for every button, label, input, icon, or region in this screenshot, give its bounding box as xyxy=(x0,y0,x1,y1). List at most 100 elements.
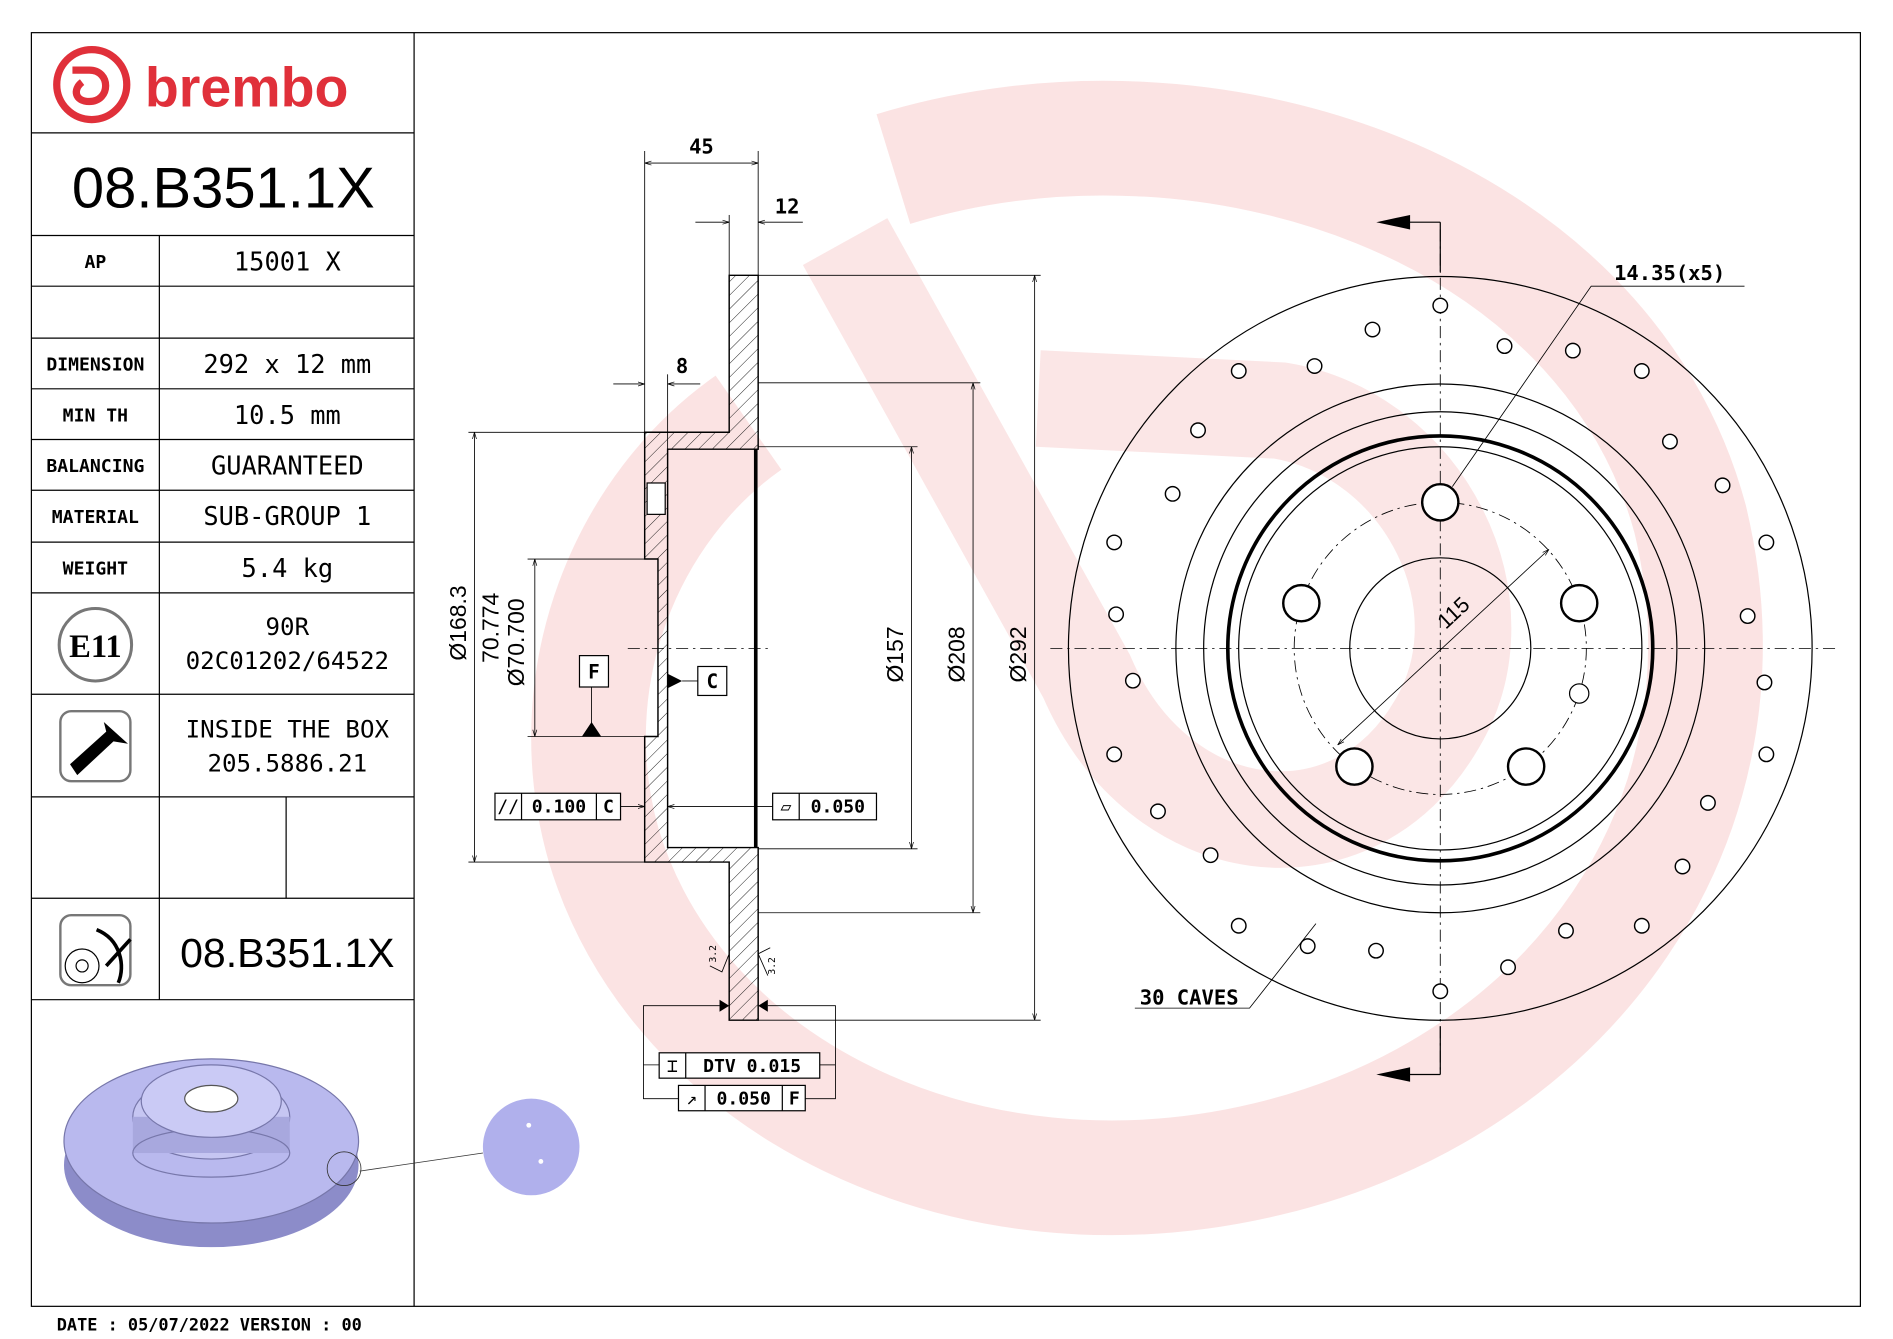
svg-text:DTV 0.015: DTV 0.015 xyxy=(703,1056,801,1077)
svg-text://: // xyxy=(497,797,519,818)
section-view xyxy=(468,150,1041,1021)
drilled-hole xyxy=(1661,433,1678,450)
drilled-hole xyxy=(1230,363,1247,379)
drilled-hole xyxy=(1558,922,1574,939)
bolt-hole-thread xyxy=(1568,683,1590,704)
caves-label: 30 CAVES xyxy=(1140,986,1239,1010)
bolt-hole-label: 14.35(x5) xyxy=(1614,261,1725,285)
drilled-hole xyxy=(1230,917,1247,934)
drilled-hole xyxy=(1432,297,1449,314)
svg-text:AP: AP xyxy=(84,252,106,273)
parallelism-tolerance: // 0.100 C xyxy=(494,792,645,821)
drilled-hole xyxy=(1202,847,1219,864)
runout-tolerance: ↗ 0.050 F xyxy=(677,1084,806,1112)
inside-box-line2: 205.5886.21 xyxy=(207,750,367,778)
svg-text:10.5 mm: 10.5 mm xyxy=(234,400,341,430)
svg-text:DIMENSION: DIMENSION xyxy=(46,355,144,376)
section-diameters: Ø168.3 70.774 Ø70.700 Ø157 Ø208 Ø292 xyxy=(445,585,1031,686)
svg-text:▱: ▱ xyxy=(780,797,791,818)
spec-values: 15001 X 292 x 12 mm 10.5 mm GUARANTEED S… xyxy=(203,246,371,583)
drilled-hole xyxy=(1299,938,1316,955)
bolt-hole xyxy=(1420,482,1460,522)
drilled-hole xyxy=(1739,608,1756,625)
drilled-hole xyxy=(1633,917,1650,934)
svg-text:SUB-GROUP 1: SUB-GROUP 1 xyxy=(203,501,371,531)
homologation-line2: 02C01202/64522 xyxy=(186,647,389,675)
svg-text:WEIGHT: WEIGHT xyxy=(63,559,128,580)
drilled-hole xyxy=(1106,746,1123,763)
svg-text:3.2: 3.2 xyxy=(767,957,778,974)
drilled-hole xyxy=(1190,422,1207,439)
svg-text:Ø168.3: Ø168.3 xyxy=(445,585,471,660)
dtv-tolerance: ⌶ DTV 0.015 xyxy=(643,1005,836,1100)
svg-text:Ø208: Ø208 xyxy=(944,626,970,682)
datum-c: C xyxy=(667,665,728,697)
drilled-hole xyxy=(1306,358,1323,374)
svg-text:Ø292: Ø292 xyxy=(1005,626,1031,682)
homologation-line1: 90R xyxy=(266,613,310,641)
bolt-hole xyxy=(1559,583,1599,623)
drilled-hole xyxy=(1758,746,1775,763)
spec-labels: AP DIMENSION MIN TH BALANCING MATERIAL W… xyxy=(46,252,144,580)
drilled-hole xyxy=(1150,803,1166,820)
brembo-logo: brembo xyxy=(53,45,349,124)
svg-text:F: F xyxy=(789,1089,800,1110)
section-dimensions: 45 12 8 xyxy=(676,134,800,378)
svg-text:0.050: 0.050 xyxy=(811,797,865,818)
drilled-hole xyxy=(1500,959,1517,976)
footer-date: DATE : 05/07/2022 VERSION : 00 xyxy=(57,1314,362,1334)
drawing-frame xyxy=(30,32,1862,1307)
drilled-hole xyxy=(1108,606,1125,623)
bottom-part-number: 08.B351.1X xyxy=(180,930,394,976)
svg-text:3.2: 3.2 xyxy=(708,945,719,962)
svg-text:0.050: 0.050 xyxy=(716,1089,770,1110)
drilled-hole xyxy=(1564,342,1581,359)
disc-3d-render xyxy=(63,1058,580,1248)
disc-drilled-icon xyxy=(59,913,132,987)
svg-text:5.4 kg: 5.4 kg xyxy=(242,553,334,583)
drilled-hole xyxy=(1699,794,1716,811)
svg-text:70.774: 70.774 xyxy=(478,593,504,663)
svg-text:GUARANTEED: GUARANTEED xyxy=(211,451,364,481)
flatness-tolerance: ▱ 0.050 xyxy=(667,792,878,821)
drilled-hole xyxy=(1756,674,1773,691)
title-block-grid xyxy=(31,132,415,1001)
bolt-hole xyxy=(1282,583,1321,623)
drilled-hole xyxy=(1496,338,1513,355)
surface-roughness-marks: 3.2 3.2 xyxy=(708,945,778,1012)
front-view xyxy=(1050,214,1836,1082)
inside-box-line1: INSIDE THE BOX xyxy=(186,716,390,744)
bolt-hole xyxy=(1506,747,1546,786)
svg-text:45: 45 xyxy=(689,134,714,158)
bolt-hole xyxy=(1335,747,1374,786)
svg-text:⌶: ⌶ xyxy=(667,1056,678,1077)
part-number: 08.B351.1X xyxy=(72,157,375,221)
screw-icon xyxy=(59,709,132,783)
svg-text:BALANCING: BALANCING xyxy=(46,456,144,477)
svg-text:8: 8 xyxy=(676,354,688,378)
drilled-hole xyxy=(1164,485,1181,502)
drilled-hole xyxy=(1714,477,1731,494)
datum-f: F xyxy=(578,655,610,737)
svg-text:MATERIAL: MATERIAL xyxy=(52,507,139,528)
drilled-hole xyxy=(1758,534,1775,551)
svg-text:Ø157: Ø157 xyxy=(882,626,908,682)
svg-text:brembo: brembo xyxy=(145,56,349,118)
svg-text:E11: E11 xyxy=(69,629,122,665)
svg-text:12: 12 xyxy=(775,195,800,219)
drilled-hole xyxy=(1364,321,1381,338)
drilled-hole xyxy=(1124,672,1141,689)
drilled-hole xyxy=(1106,534,1123,551)
drilled-hole xyxy=(1633,363,1650,379)
svg-text:15001 X: 15001 X xyxy=(234,246,342,276)
drilled-hole xyxy=(1432,983,1449,1000)
svg-text:F: F xyxy=(588,661,600,684)
drilled-hole xyxy=(1368,942,1384,959)
svg-text:Ø70.700: Ø70.700 xyxy=(503,598,529,686)
svg-text:↗: ↗ xyxy=(686,1089,697,1110)
svg-text:MIN TH: MIN TH xyxy=(63,405,128,426)
svg-text:C: C xyxy=(706,670,718,693)
drilled-hole xyxy=(1674,858,1691,875)
svg-text:292 x 12 mm: 292 x 12 mm xyxy=(203,349,371,379)
